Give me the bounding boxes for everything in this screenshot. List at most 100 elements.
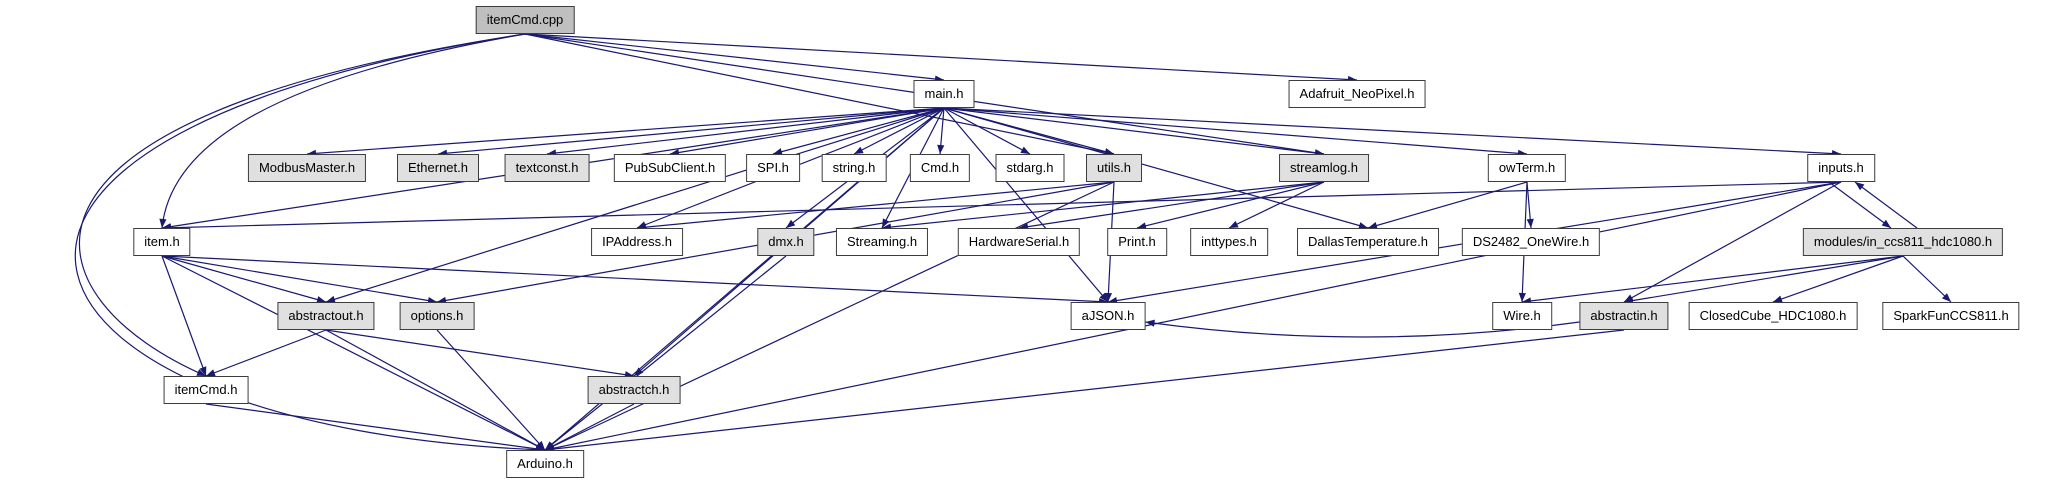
edge-arrowhead	[326, 295, 336, 303]
graph-node-ethernet_h[interactable]: Ethernet.h	[397, 154, 479, 182]
edge-arrowhead	[159, 218, 167, 228]
edge-arrowhead	[199, 366, 207, 376]
include-edge	[544, 181, 1842, 451]
graph-node-cmd_h[interactable]: Cmd.h	[909, 154, 971, 182]
graph-node-inputs_h[interactable]: inputs.h	[1807, 154, 1875, 182]
edge-arrowhead	[1104, 148, 1114, 156]
graph-node-sparkfunccs811_h[interactable]: SparkFunCCS811.h	[1882, 302, 2020, 330]
include-edge	[161, 181, 1842, 229]
graph-node-inttypes_h[interactable]: inttypes.h	[1190, 228, 1268, 256]
include-edge	[943, 107, 1528, 155]
include-edge	[1018, 181, 1325, 229]
edge-arrowhead	[1099, 292, 1108, 302]
include-edge	[1772, 255, 1904, 303]
include-edge	[1136, 181, 1325, 229]
edge-arrowhead	[1518, 292, 1526, 302]
include-edge	[772, 107, 945, 155]
include-edge	[544, 181, 1115, 451]
edge-arrowhead	[1855, 182, 1865, 191]
graph-node-modbusmaster_h[interactable]: ModbusMaster.h	[247, 154, 367, 182]
edge-arrowhead	[937, 144, 945, 154]
include-edge	[1367, 181, 1528, 229]
graph-node-dallastemperature_h[interactable]: DallasTemperature.h	[1297, 228, 1439, 256]
graph-node-wire_h[interactable]: Wire.h	[1492, 302, 1552, 330]
edge-arrowhead	[882, 218, 890, 228]
graph-node-in_ccs811_h[interactable]: modules/in_ccs811_hdc1080.h	[1802, 228, 2004, 256]
include-edge	[1623, 181, 1842, 303]
include-edge	[78, 33, 526, 377]
include-edge	[853, 107, 945, 155]
graph-node-main_h[interactable]: main.h	[913, 80, 975, 108]
graph-node-spi_h[interactable]: SPI.h	[746, 154, 800, 182]
include-edge	[943, 107, 1842, 155]
graph-node-owterm_h[interactable]: owTerm.h	[1487, 154, 1567, 182]
include-edge	[306, 107, 945, 155]
include-edge	[1623, 255, 1904, 303]
graph-node-abstractout_h[interactable]: abstractout.h	[277, 302, 375, 330]
graph-node-string_h[interactable]: string.h	[821, 154, 887, 182]
include-edge	[943, 107, 1369, 229]
edge-arrowhead	[545, 441, 555, 450]
include-edge	[524, 33, 945, 81]
graph-node-ajson_h[interactable]: aJSON.h	[1070, 302, 1146, 330]
include-edge	[881, 181, 1325, 229]
graph-node-print_h[interactable]: Print.h	[1107, 228, 1167, 256]
edge-arrowhead	[1773, 295, 1783, 303]
edge-arrowhead	[1526, 218, 1534, 228]
include-edge	[325, 107, 945, 303]
graph-node-item_h[interactable]: item.h	[133, 228, 191, 256]
edge-arrowhead	[773, 148, 783, 156]
edge-arrowhead	[1020, 146, 1030, 154]
edge-arrowhead	[1229, 220, 1239, 228]
edge-arrowhead	[1358, 222, 1368, 230]
edge-arrowhead	[854, 146, 864, 154]
edge-arrowhead	[1137, 222, 1147, 230]
edge-arrowhead	[536, 440, 545, 450]
graph-node-arduino_h[interactable]: Arduino.h	[506, 450, 584, 478]
graph-node-streamlog_h[interactable]: streamlog.h	[1279, 154, 1369, 182]
graph-node-stdarg_h[interactable]: stdarg.h	[995, 154, 1065, 182]
include-edge	[325, 329, 635, 377]
include-edge	[161, 255, 546, 451]
graph-node-dmx_h[interactable]: dmx.h	[757, 228, 815, 256]
include-edge	[1854, 181, 1918, 229]
include-edge	[524, 33, 1115, 155]
graph-node-ipaddress_h[interactable]: IPAddress.h	[591, 228, 683, 256]
include-edge	[943, 107, 1325, 155]
edge-arrowhead	[1104, 292, 1113, 302]
include-edge	[205, 329, 327, 377]
edge-arrowhead	[1145, 319, 1155, 327]
include-edge	[437, 107, 945, 155]
include-edge	[544, 403, 635, 451]
include-edge	[161, 33, 526, 229]
graph-node-closedcube_h[interactable]: ClosedCube_HDC1080.h	[1688, 302, 1858, 330]
edge-arrowhead	[1881, 219, 1891, 228]
include-edge	[74, 33, 546, 451]
graph-node-itemcmd_h[interactable]: itemCmd.h	[163, 376, 249, 404]
include-edge	[669, 107, 945, 155]
include-edge	[544, 255, 787, 451]
edge-arrowhead	[316, 296, 326, 304]
graph-node-streaming_h[interactable]: Streaming.h	[835, 228, 929, 256]
include-edge	[1228, 181, 1325, 229]
graph-node-options_h[interactable]: options.h	[399, 302, 475, 330]
graph-node-hardwareserial_h[interactable]: HardwareSerial.h	[957, 228, 1081, 256]
edge-arrowhead	[1368, 222, 1378, 229]
include-edge	[161, 255, 327, 303]
graph-node-adafruit_neopixel_h[interactable]: Adafruit_NeoPixel.h	[1288, 80, 1426, 108]
graph-node-textconst_h[interactable]: textconst.h	[504, 154, 590, 182]
include-edge	[1902, 255, 1952, 303]
graph-node-abstractch_h[interactable]: abstractch.h	[587, 376, 681, 404]
edge-arrowhead	[196, 369, 206, 376]
include-edge	[436, 329, 546, 451]
graph-node-ds2482_onewire_h[interactable]: DS2482_OneWire.h	[1461, 228, 1601, 256]
include-edge	[161, 255, 438, 303]
graph-node-utils_h[interactable]: utils.h	[1086, 154, 1142, 182]
graph-node-pubsubclient_h[interactable]: PubSubClient.h	[613, 154, 727, 182]
graph-node-abstractin_h[interactable]: abstractin.h	[1579, 302, 1669, 330]
include-edge	[943, 107, 1031, 155]
edge-arrowhead	[786, 219, 796, 228]
include-edge	[1521, 255, 1904, 303]
